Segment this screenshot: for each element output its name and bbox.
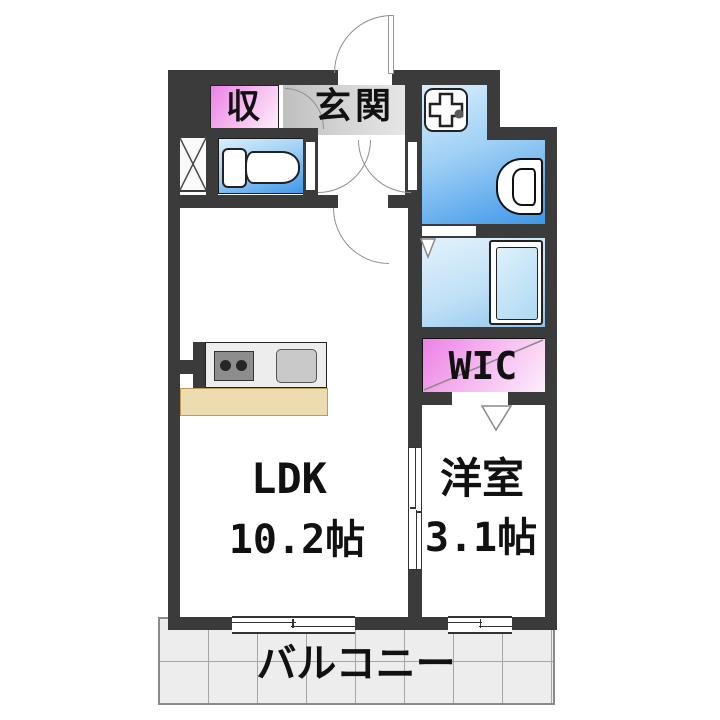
ldk-label: LDK	[251, 454, 327, 503]
wall-under-storage	[168, 128, 318, 138]
stove-burner	[220, 360, 231, 371]
toilet-icon	[222, 148, 302, 188]
washing-machine-icon	[424, 88, 468, 132]
bathroom-door-opening	[422, 226, 476, 236]
western-room-size-label: 3.1帖	[424, 515, 538, 561]
wall-step-vertical	[487, 70, 500, 140]
sink-icon	[276, 349, 317, 383]
kitchen-counter	[205, 342, 327, 388]
kitchen-wall-stub-horizontal	[168, 360, 200, 374]
wic-door-opening	[452, 392, 508, 405]
wall-left	[168, 85, 180, 630]
wall-right	[545, 127, 557, 630]
ldk-door-swing-arc	[333, 208, 389, 264]
wic-label: WIC	[448, 344, 518, 388]
wic-folding-door-mark	[480, 405, 513, 432]
wall-bathroom-bottom	[420, 327, 557, 338]
bathtub-icon	[489, 240, 543, 325]
sliding-door-ldk-western	[408, 447, 422, 571]
washroom-door-opening	[408, 142, 417, 190]
wall-toilet-shaft-divider	[206, 138, 218, 195]
stove-icon	[214, 351, 254, 381]
entrance-door-swing-arc	[334, 15, 392, 73]
ldk-size-label: 10.2帖	[228, 517, 366, 563]
storage-closet	[210, 85, 279, 130]
western-room-label: 洋室	[439, 454, 525, 503]
kitchen-counter-base	[180, 388, 328, 416]
western-room-balcony-window	[448, 616, 512, 634]
wall-ldk-top-a	[168, 195, 338, 208]
washroom-door-swing-arc	[358, 140, 411, 193]
storage-label: 収	[226, 87, 260, 127]
bathtub-inner	[496, 247, 538, 320]
stove-burner	[236, 360, 247, 371]
wall-pillar-topleft	[180, 85, 210, 128]
entrance-label: 玄関	[314, 86, 396, 127]
balcony-label: バルコニー	[256, 641, 456, 687]
entrance-door-opening	[338, 70, 392, 85]
wall-step-horizontal	[500, 127, 557, 140]
wall-top	[168, 70, 500, 85]
toilet-bowl	[245, 151, 300, 184]
pipe-shaft-icon	[178, 136, 208, 192]
washbasin-icon	[496, 158, 543, 215]
toilet-door-opening	[306, 142, 315, 190]
toilet-tank	[222, 148, 247, 188]
ldk-balcony-window	[232, 616, 355, 634]
washbasin-bowl	[512, 168, 536, 206]
balcony-grid-line	[160, 661, 553, 662]
